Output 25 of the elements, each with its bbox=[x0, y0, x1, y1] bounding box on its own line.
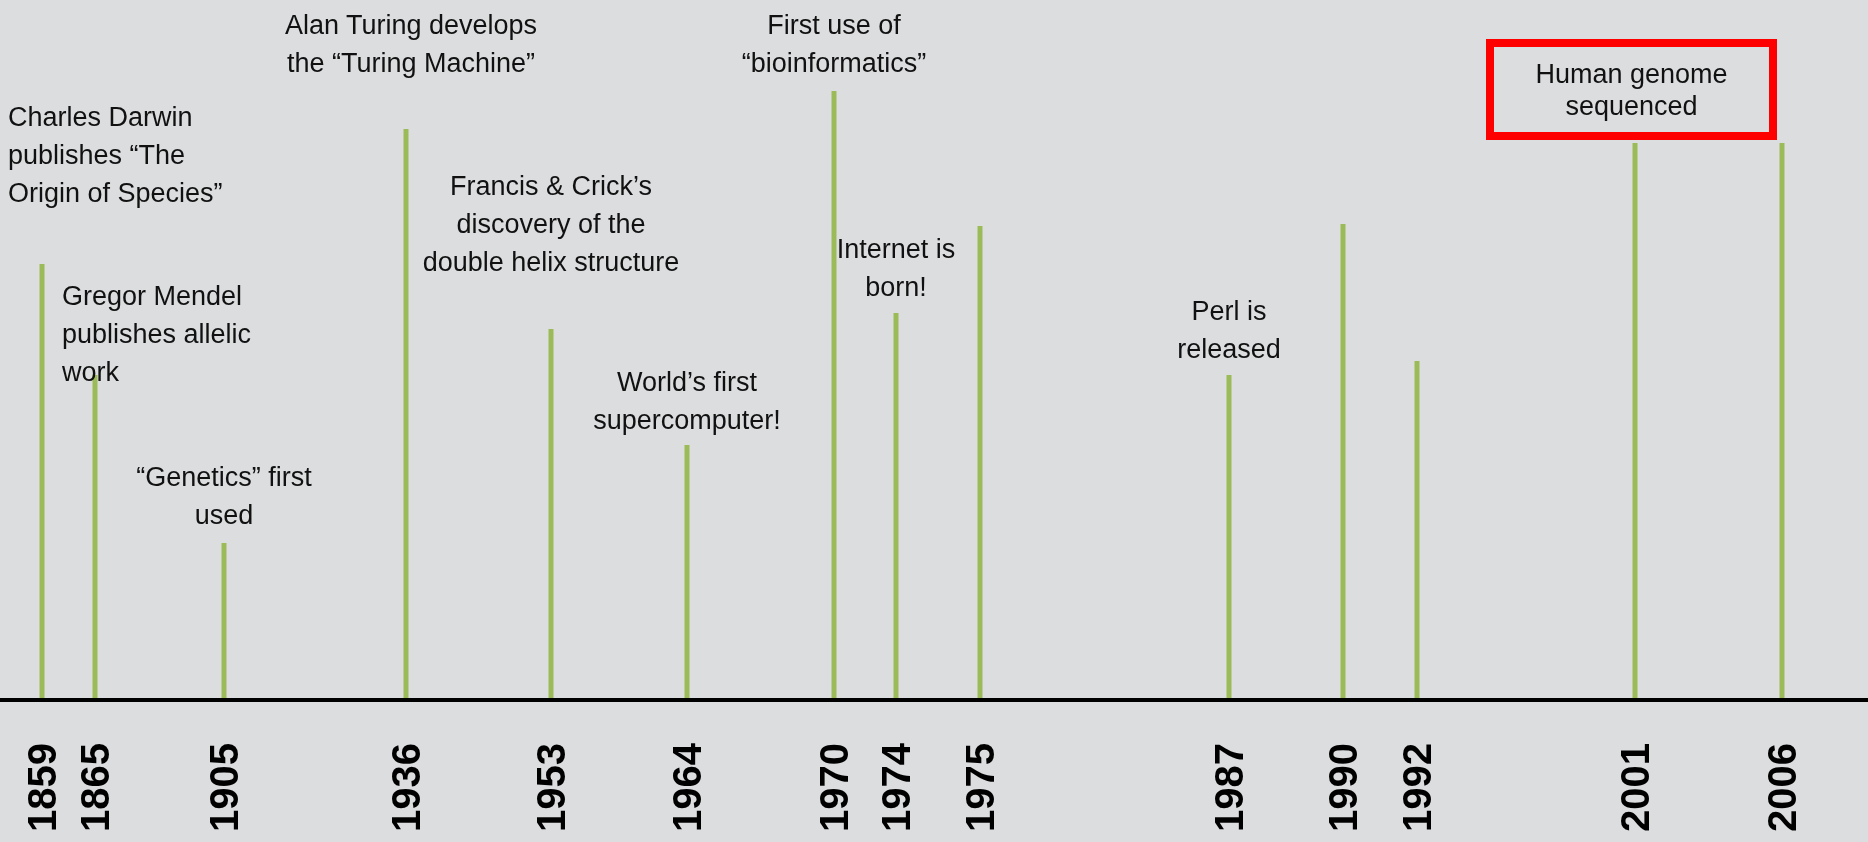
year-label: 1974 bbox=[874, 742, 918, 832]
event-label: Perl is released bbox=[1176, 295, 1282, 366]
year-label: 1970 bbox=[812, 742, 856, 832]
event-label: Francis & Crick’s discovery of the double helix structure bbox=[421, 170, 681, 279]
year-label: 1964 bbox=[665, 742, 709, 832]
year-label: 1990 bbox=[1321, 742, 1365, 832]
year-label: 1859 bbox=[20, 742, 64, 832]
event-label: Alan Turing develops the “Turing Machine” bbox=[283, 9, 539, 80]
event-label: Charles Darwin publishes “The Origin of Species” bbox=[8, 101, 224, 210]
year-label: 1987 bbox=[1207, 742, 1251, 832]
year-label: 1865 bbox=[73, 742, 117, 832]
year-label: 1905 bbox=[202, 742, 246, 832]
event-label: Human genome sequenced bbox=[1534, 57, 1729, 122]
highlight-box bbox=[1486, 39, 1777, 140]
year-label: 1936 bbox=[384, 742, 428, 832]
event-label: First use of “bioinformatics” bbox=[740, 9, 928, 80]
year-label: 1975 bbox=[958, 742, 1002, 832]
year-label: 1992 bbox=[1395, 742, 1439, 832]
event-label: World’s first supercomputer! bbox=[592, 366, 782, 437]
year-label: 1953 bbox=[529, 742, 573, 832]
event-label: Internet is born! bbox=[836, 233, 956, 304]
year-label: 2006 bbox=[1760, 742, 1804, 832]
year-label: 2001 bbox=[1613, 742, 1657, 832]
event-label: “Genetics” first used bbox=[135, 461, 313, 532]
event-label: Gregor Mendel publishes allelic work bbox=[62, 280, 253, 389]
